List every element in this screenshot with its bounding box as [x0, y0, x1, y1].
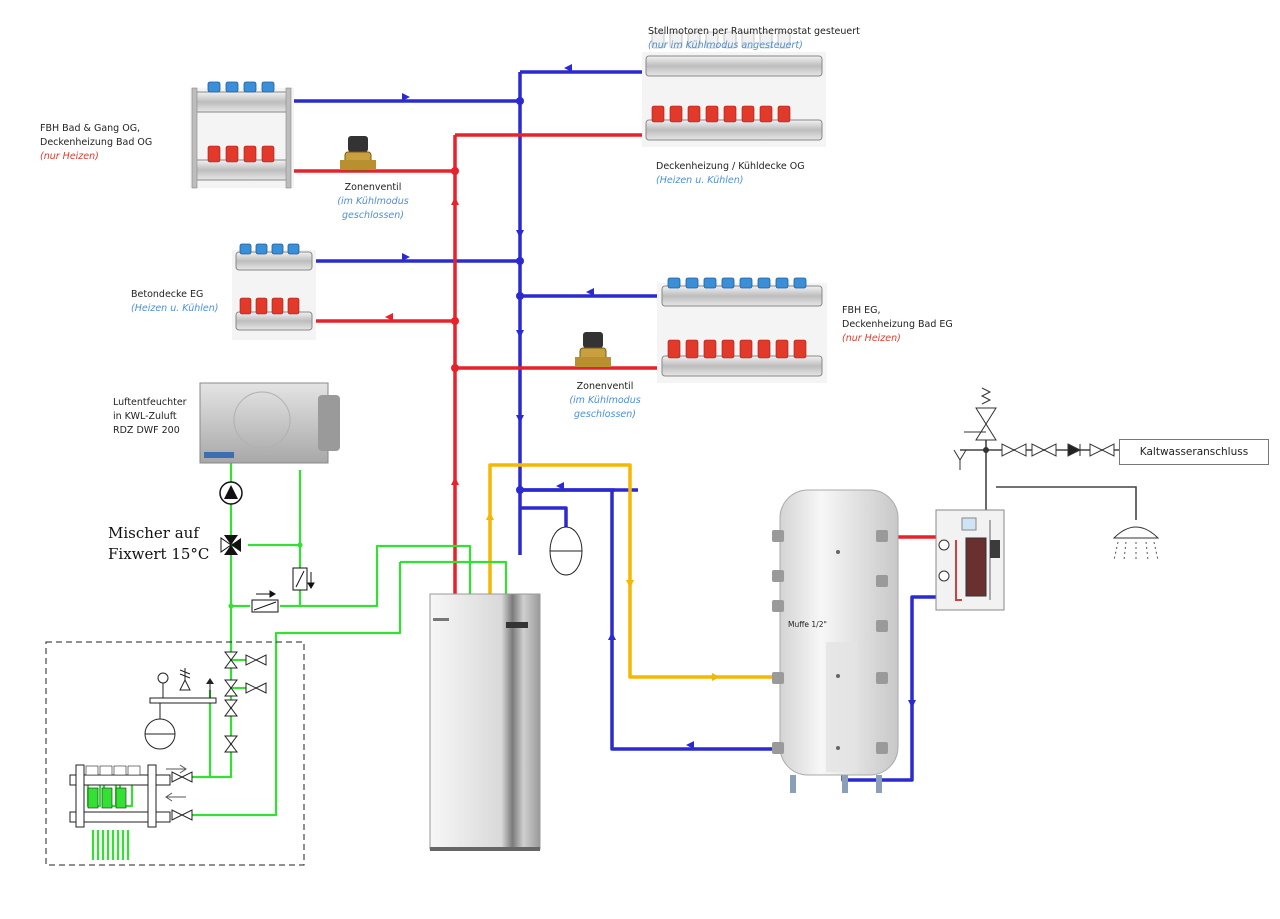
heat-pump-icon: [429, 593, 541, 851]
label-betondecke: Betondecke EG (Heizen u. Kühlen): [131, 289, 219, 314]
solenoid-valve-icon: [575, 332, 611, 367]
return-pipes: [290, 70, 940, 782]
label-fbh-eg: FBH EG, Deckenheizung Bad EG (nur Heizen…: [842, 305, 953, 344]
label-mischer: Mischer auf Fixwert 15°C: [108, 524, 210, 563]
manifold-icon: [642, 31, 826, 147]
label-zonenventil-2: Zonenventil (im Kühlmodus geschlossen): [569, 381, 641, 420]
distribution-station: [45, 641, 305, 866]
label-fbh-og: FBH Bad & Gang OG, Deckenheizung Bad OG …: [40, 123, 153, 162]
pipe-junctions: [228, 97, 989, 609]
label-muffe: Muffe 1/2": [788, 620, 827, 629]
expansion-vessel-icon: [549, 526, 583, 576]
water-pipes: [960, 430, 1137, 520]
mixing-valve-icon: [220, 535, 241, 555]
label-zonenventil-1: Zonenventil (im Kühlmodus geschlossen): [337, 182, 409, 221]
buffer-tank-icon: [772, 489, 899, 793]
check-valve-icon: [1001, 443, 1115, 457]
label-luftentfeuchter: Luftentfeuchter in KWL-Zuluft RDZ DWF 20…: [113, 397, 187, 436]
label-deckenheizung-og: Deckenheizung / Kühldecke OG (Heizen u. …: [656, 161, 805, 186]
dehumidifier-pipes: [86, 462, 508, 860]
manifold-icon: [232, 243, 316, 340]
pump-icon: [219, 481, 243, 505]
safety-valve-icon: [953, 387, 997, 470]
manifold-icon: [657, 277, 827, 383]
dehumidifier-icon: [199, 382, 340, 464]
heat-exchanger-icon: [935, 509, 1005, 611]
shower-icon: [1112, 526, 1160, 561]
supply-pipes: [290, 133, 940, 597]
label-kaltwasseranschluss: Kaltwasseranschluss: [1119, 439, 1269, 465]
solenoid-valve-icon: [340, 136, 376, 171]
hot-water-pipes: [488, 463, 787, 679]
label-stellmotoren: Stellmotoren per Raumthermostat gesteuer…: [648, 26, 860, 51]
check-valve-icon: [251, 567, 315, 613]
manifold-icon: [190, 81, 294, 189]
